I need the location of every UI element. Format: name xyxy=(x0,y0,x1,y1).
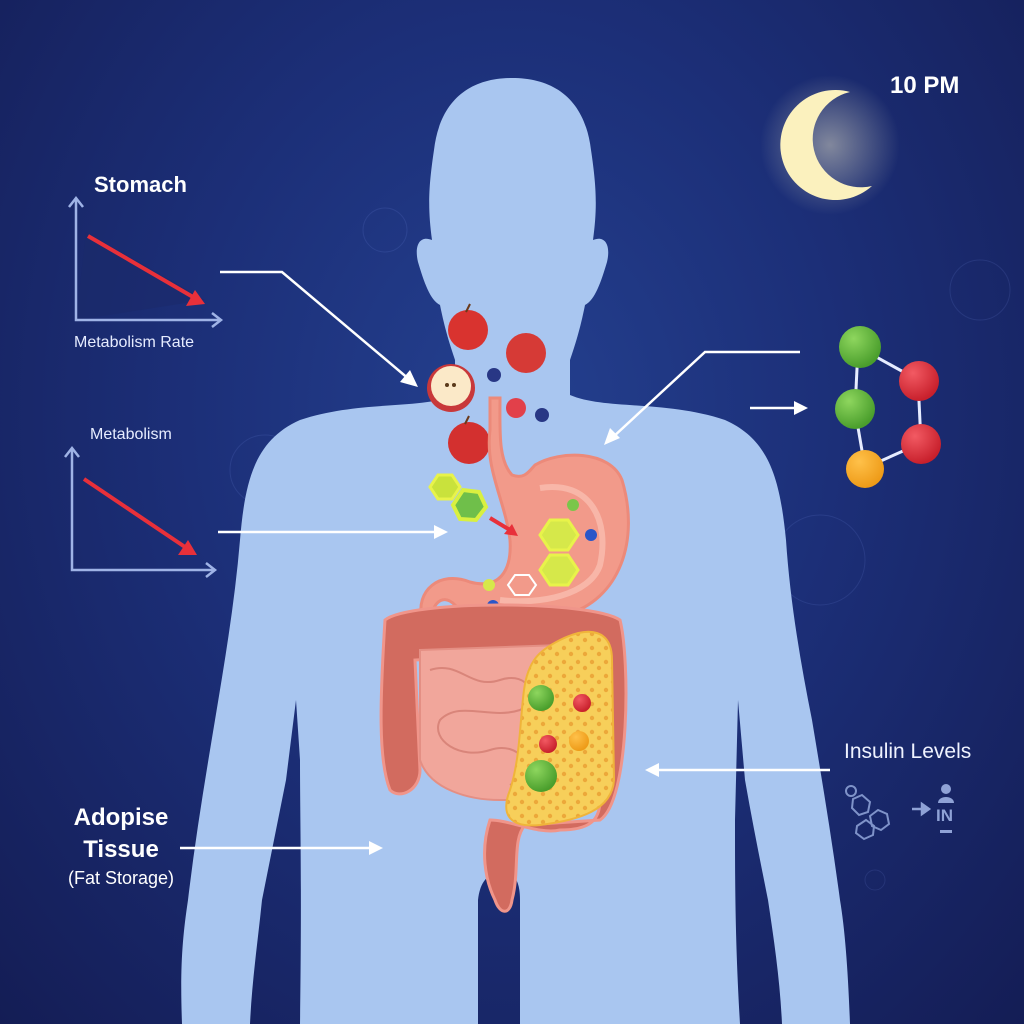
adipose-tissue-label: Adopise Tissue (Fat Storage) xyxy=(46,802,196,890)
crescent-moon-icon xyxy=(760,75,900,215)
insulin-person-icon xyxy=(938,784,954,833)
adipose-label-line1: Adopise xyxy=(73,804,169,831)
metabolism-chart-title: Metabolism xyxy=(90,426,172,443)
adipose-label-line2: Tissue xyxy=(83,836,159,863)
insulin-molecule-icon xyxy=(845,785,891,841)
arrow-heads xyxy=(369,370,808,855)
molecule-chain-icon xyxy=(835,326,941,488)
molecule-hexagons xyxy=(428,473,597,612)
time-label: 10 PM xyxy=(890,72,960,99)
stomach-chart-title: Stomach xyxy=(94,172,187,197)
metabolism-chart xyxy=(64,445,218,578)
insulin-levels-label: Insulin Levels xyxy=(844,740,972,763)
insulin-arrow-icon xyxy=(912,801,932,817)
insulin-icon-text: IN xyxy=(936,806,953,825)
stomach-chart-axis-label: Metabolism Rate xyxy=(74,334,195,351)
food-items xyxy=(427,303,549,464)
stomach-chart xyxy=(68,195,224,328)
adipose-tissue-organ xyxy=(505,630,616,827)
adipose-label-sub: (Fat Storage) xyxy=(67,868,175,888)
pointer-arrows xyxy=(180,270,830,850)
